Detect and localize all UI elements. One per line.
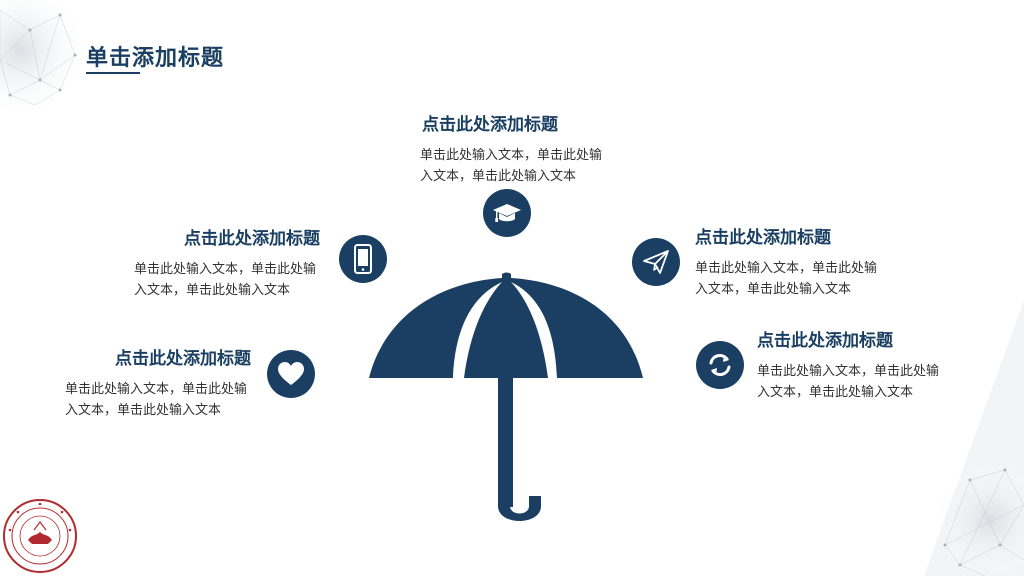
item-left-lower: 点击此处添加标题 单击此处输入文本，单击此处输入文本，单击此处输入文本 <box>65 348 251 421</box>
refresh-icon <box>696 341 744 389</box>
umbrella-icon <box>369 272 643 521</box>
heart-icon <box>267 350 315 398</box>
item-heading[interactable]: 点击此处添加标题 <box>757 331 893 351</box>
item-description[interactable]: 单击此处输入文本，单击此处输入文本，单击此处输入文本 <box>65 382 248 418</box>
item-heading[interactable]: 点击此处添加标题 <box>422 115 558 135</box>
item-description[interactable]: 单击此处输入文本，单击此处输入文本，单击此处输入文本 <box>757 364 940 400</box>
item-description[interactable]: 单击此处输入文本，单击此处输入文本，单击此处输入文本 <box>420 148 603 184</box>
smartphone-icon <box>339 235 387 283</box>
item-left-upper: 点击此处添加标题 单击此处输入文本，单击此处输入文本，单击此处输入文本 <box>134 228 320 301</box>
item-heading[interactable]: 点击此处添加标题 <box>115 349 251 369</box>
item-description[interactable]: 单击此处输入文本，单击此处输入文本，单击此处输入文本 <box>695 261 878 297</box>
item-description[interactable]: 单击此处输入文本，单击此处输入文本，单击此处输入文本 <box>134 262 317 298</box>
item-right-upper: 点击此处添加标题 单击此处输入文本，单击此处输入文本，单击此处输入文本 <box>695 227 881 300</box>
paper-plane-icon <box>632 238 680 286</box>
page-title[interactable]: 单击添加标题 <box>86 46 225 71</box>
item-right-lower: 点击此处添加标题 单击此处输入文本，单击此处输入文本，单击此处输入文本 <box>757 330 943 403</box>
graduation-cap-icon <box>483 189 531 237</box>
item-heading[interactable]: 点击此处添加标题 <box>695 228 831 248</box>
item-top: 点击此处添加标题 单击此处输入文本，单击此处输入文本，单击此处输入文本 <box>420 114 610 187</box>
item-heading[interactable]: 点击此处添加标题 <box>184 229 320 249</box>
title-underline <box>86 72 140 74</box>
university-seal-logo <box>3 499 77 573</box>
